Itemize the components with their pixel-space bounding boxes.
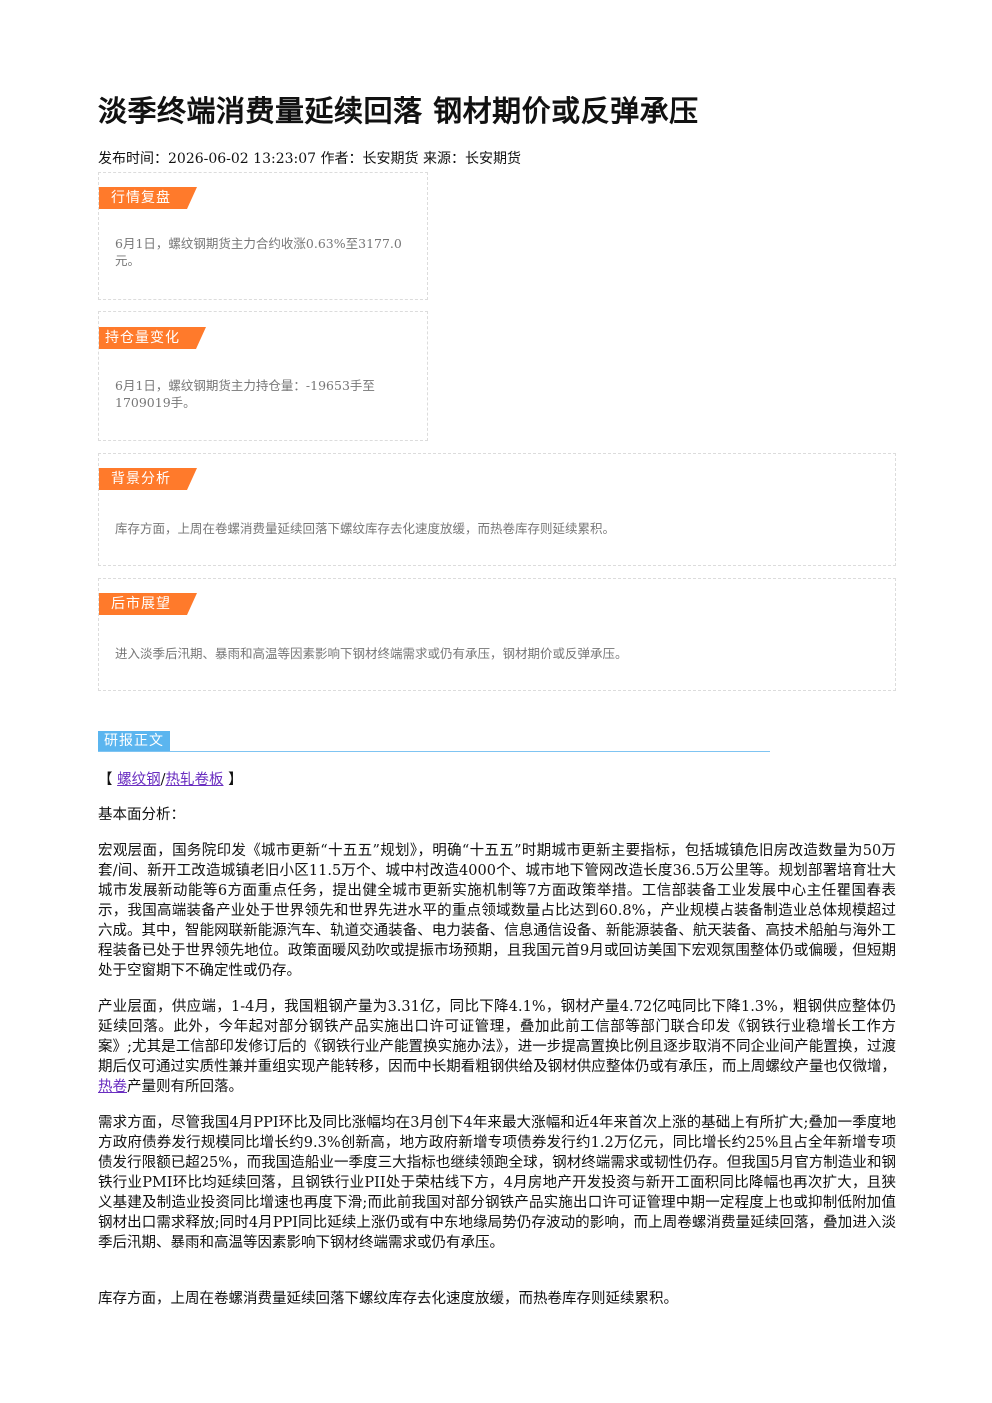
paragraph-demand: 需求方面，尽管我国4月PPI环比及同比涨幅均在3月创下4年来最大涨幅和近4年来首… [98, 1115, 896, 1251]
background-tag: 背景分析 [99, 468, 197, 490]
paragraph-macro: 宏观层面，国务院印发《城市更新“十五五”规划》，明确“十五五”时期城市更新主要指… [98, 843, 896, 979]
outlook-card: 后市展望 进入淡季后汛期、暴雨和高温等因素影响下钢材终端需求或仍有承压，钢材期价… [98, 578, 896, 691]
position-change-text: 6月1日，螺纹钢期货主力持仓量：-19653手至1709019手。 [115, 378, 375, 410]
tags-close-bracket: 】 [228, 772, 243, 788]
link-hot-coil[interactable]: 热卷 [98, 1079, 127, 1095]
paragraph-industry: 产业层面，供应端，1-4月，我国粗钢产量为3.31亿，同比下降4.1%，钢材产量… [98, 997, 896, 1097]
report-subtitle: 基本面分析： [98, 807, 185, 823]
tag-link-hot-rolled-coil[interactable]: 热轧卷板 [165, 772, 224, 788]
article-title: 淡季终端消费量延续回落 钢材期价或反弹承压 [98, 94, 699, 128]
market-review-text: 6月1日，螺纹钢期货主力合约收涨0.63%至3177.0元。 [115, 236, 402, 268]
report-header: 研报正文 [98, 731, 770, 753]
paragraph-industry-text: 产业层面，供应端，1-4月，我国粗钢产量为3.31亿，同比下降4.1%，钢材产量… [98, 999, 896, 1075]
background-text: 库存方面，上周在卷螺消费量延续回落下螺纹库存去化速度放缓，而热卷库存则延续累积。 [115, 521, 616, 536]
market-review-card: 行情复盘 6月1日，螺纹钢期货主力合约收涨0.63%至3177.0元。 [98, 172, 428, 300]
position-change-tag: 持仓量变化 [99, 327, 206, 349]
market-review-tag: 行情复盘 [99, 187, 197, 209]
outlook-tag: 后市展望 [99, 593, 197, 615]
tag-link-rebar[interactable]: 螺纹钢 [117, 772, 161, 788]
report-tag: 研报正文 [98, 731, 170, 752]
paragraph-inventory: 库存方面，上周在卷螺消费量延续回落下螺纹库存去化速度放缓，而热卷库存则延续累积。 [98, 1291, 678, 1307]
background-card: 背景分析 库存方面，上周在卷螺消费量延续回落下螺纹库存去化速度放缓，而热卷库存则… [98, 453, 896, 566]
position-change-card: 持仓量变化 6月1日，螺纹钢期货主力持仓量：-19653手至1709019手。 [98, 311, 428, 441]
article-meta: 发布时间：2026-06-02 13:23:07 作者：长安期货 来源：长安期货 [98, 151, 521, 167]
paragraph-industry-tail: 产量则有所回落。 [127, 1079, 243, 1095]
report-tags: 【 螺纹钢/热轧卷板 】 [98, 768, 243, 789]
tags-separator: / [160, 772, 166, 788]
tags-open-bracket: 【 [98, 772, 113, 788]
report-divider [98, 751, 770, 752]
outlook-text: 进入淡季后汛期、暴雨和高温等因素影响下钢材终端需求或仍有承压，钢材期价或反弹承压… [115, 646, 628, 661]
